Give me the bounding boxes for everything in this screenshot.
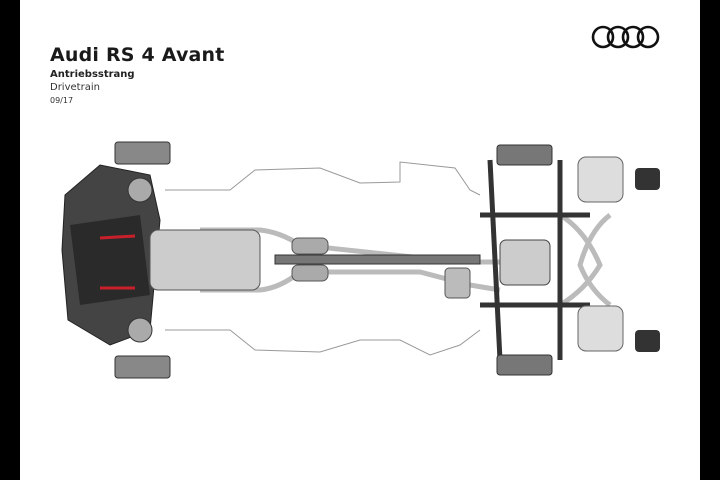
audi-rings-logo xyxy=(591,25,660,49)
catalytic-converter xyxy=(291,237,329,255)
tailpipes xyxy=(635,168,660,352)
rear-silencers xyxy=(577,156,624,352)
gearbox xyxy=(149,229,261,291)
rear-wheels xyxy=(496,144,553,376)
rear-differential xyxy=(499,239,551,286)
page-subtitle-english: Drivetrain xyxy=(50,82,100,93)
press-sheet: Audi RS 4 Avant Antriebsstrang Drivetrai… xyxy=(20,0,700,480)
page-title: Audi RS 4 Avant xyxy=(50,44,225,66)
rear-subframe xyxy=(480,159,590,361)
front-suspension xyxy=(114,141,171,379)
issue-date: 09/17 xyxy=(50,96,74,105)
catalytic-converter xyxy=(291,264,329,282)
body-outline xyxy=(165,161,481,356)
propeller-shaft xyxy=(274,254,481,265)
page-subtitle: Antriebsstrang xyxy=(50,69,135,80)
center-muffler xyxy=(444,267,471,299)
exhaust-pipes xyxy=(200,212,612,308)
drivetrain-illustration xyxy=(61,141,660,379)
